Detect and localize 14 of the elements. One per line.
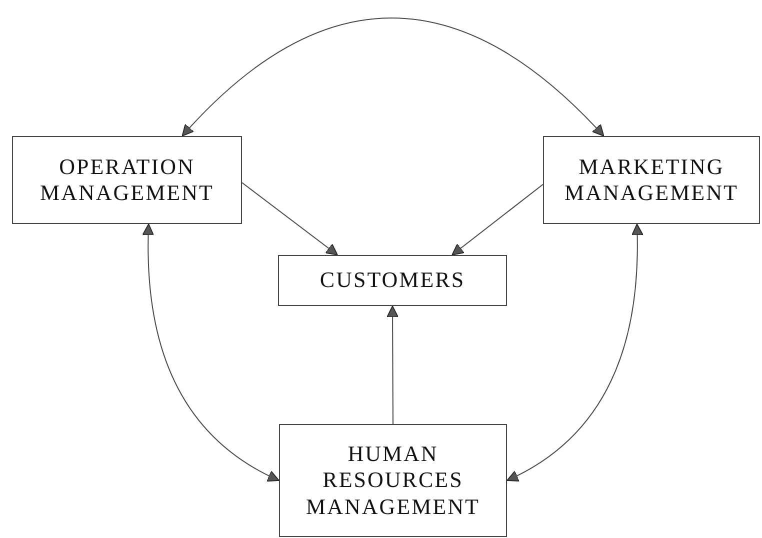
process-box — [279, 424, 507, 537]
arrow — [242, 182, 338, 256]
arrow — [452, 184, 544, 256]
arrow — [142, 224, 280, 481]
arrow — [506, 224, 644, 481]
box-label: HUMAN RESOURCES MANAGEMENT — [305, 440, 481, 520]
process-box — [543, 136, 760, 224]
process-box — [12, 136, 242, 224]
arrow — [182, 18, 604, 136]
box-label: OPERATION MANAGEMENT — [39, 154, 215, 206]
box-label: CUSTOMERS — [320, 267, 466, 294]
arrow — [386, 306, 398, 424]
box-label: MARKETING MANAGEMENT — [564, 154, 740, 206]
process-box — [278, 255, 507, 306]
